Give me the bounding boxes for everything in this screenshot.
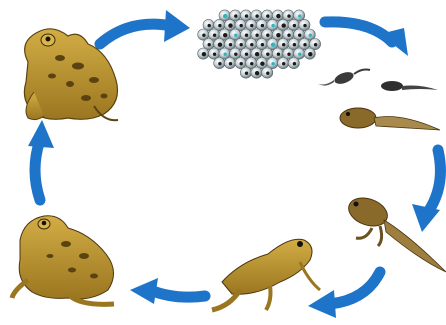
froglet [212,239,320,310]
egg-core [266,53,269,56]
egg-core [314,43,317,46]
egg-core [308,52,312,56]
egg-core [271,24,274,27]
egg-core [298,53,301,56]
arrow-head-1 [164,10,190,42]
egg-core [245,72,248,75]
egg-core [282,62,285,65]
egg-core [240,62,243,65]
egg-core [282,23,286,27]
egg-core [309,34,312,37]
egg-core [293,24,296,27]
egg-core [213,34,216,37]
arrow-eggs-to-tadpoles [325,22,392,42]
egg-core [293,62,296,65]
egg-core [298,34,301,37]
egg-core [250,24,253,27]
egg-core [282,43,285,46]
egg-core [218,43,222,47]
egg-core [208,24,211,27]
egg-core [228,23,232,27]
egg-core [218,62,221,65]
egg-core [261,43,264,46]
egg-core [240,43,243,46]
egg-core [266,72,269,75]
egg-core [255,71,259,75]
egg-core [260,62,264,66]
egg-core [276,14,280,18]
egg-core [234,14,237,17]
egg-core [234,34,237,37]
egg-core [224,53,227,56]
egg-core [303,24,306,27]
tadpole [340,108,440,130]
arrow-head-5 [130,278,158,304]
egg-core [240,24,243,27]
egg-core [250,62,253,65]
arrow-legs-to-froglet [330,272,380,304]
young-tadpoles [318,70,438,92]
arrow-froglet-to-young-frog [150,290,205,297]
egg-core [229,62,232,65]
egg-core [276,33,280,37]
egg-core [287,53,290,56]
egg-core [255,34,258,37]
arrow-head-4 [308,290,336,318]
egg-core [245,53,248,56]
egg-core [266,34,269,37]
arrow-adult-to-eggs [100,24,172,44]
egg-core [208,43,211,46]
egg-core [293,43,296,46]
arrow-head-6 [28,120,54,148]
egg-core [255,52,259,56]
young-frog [12,216,114,305]
egg-core [271,43,275,47]
egg-core [245,34,248,37]
egg-core [234,53,237,56]
egg-core [223,14,227,18]
egg-core [202,52,206,56]
arrow-young-to-adult [35,140,40,200]
egg-core [287,14,290,17]
egg-core [255,14,258,17]
egg-core [245,14,248,17]
egg-core [218,24,221,27]
egg-core [298,14,301,17]
egg-core [250,43,253,46]
egg-core [202,34,205,37]
arrow-tadpole-to-legs [428,150,440,212]
egg-core [223,33,227,37]
egg-core [261,24,264,27]
egg-core [266,14,269,17]
egg-core [213,53,216,56]
egg-core [229,43,232,46]
egg-core [271,62,274,65]
egg-core [303,43,306,46]
egg-core [287,34,290,37]
frog-spawn [198,10,321,78]
egg-core [277,53,280,56]
